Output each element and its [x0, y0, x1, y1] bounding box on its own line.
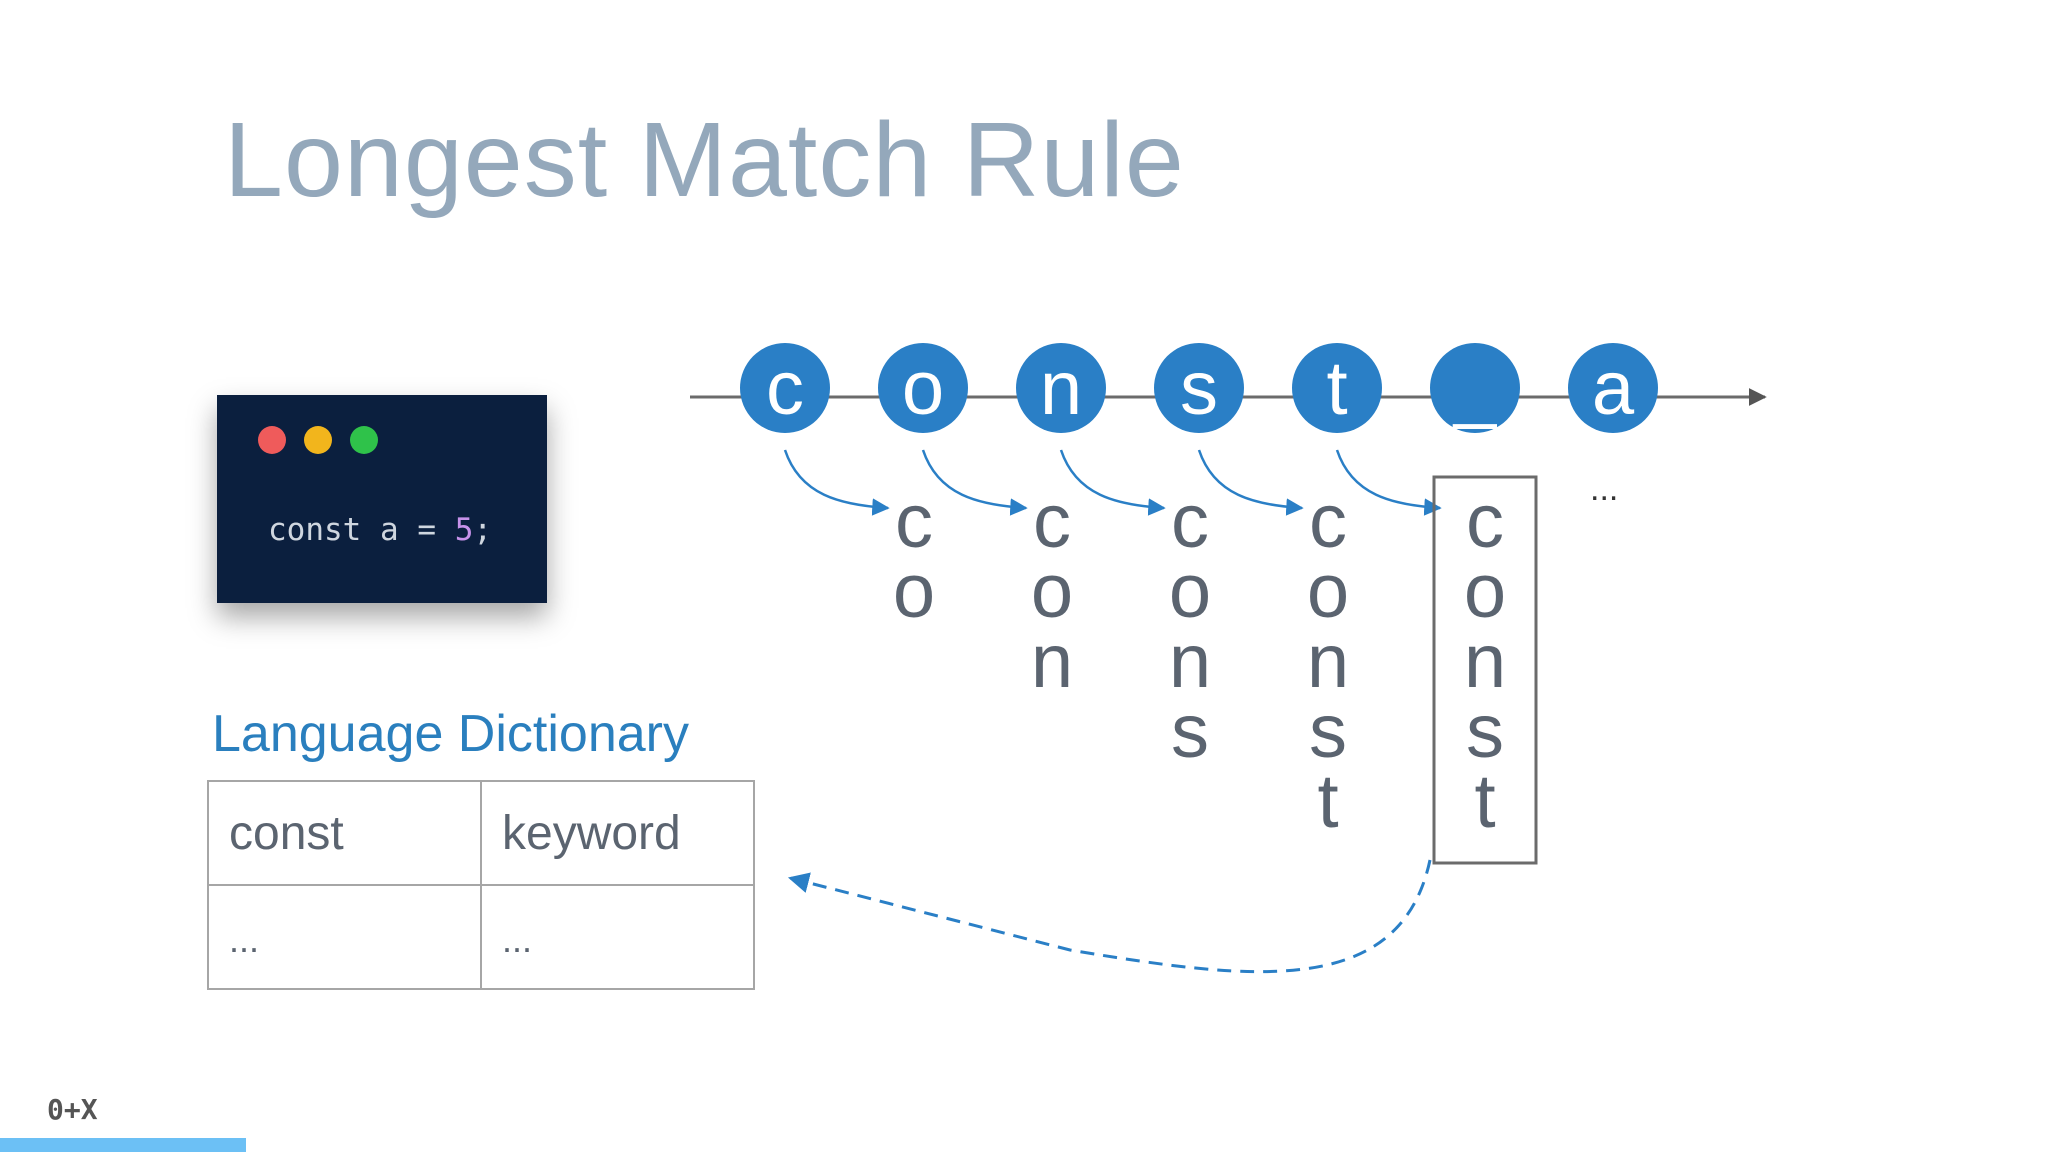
scan-arrow: [1197, 449, 1304, 516]
candidate-char: c: [1309, 479, 1347, 564]
stream-node: [1292, 343, 1382, 433]
longest-match-box: [1432, 475, 1538, 865]
scan-arrow: [1335, 449, 1442, 516]
scan-arrow: [1059, 449, 1166, 516]
candidate-char: t: [1474, 759, 1496, 844]
code-number: 5: [454, 512, 474, 548]
code-keyword: const: [268, 512, 362, 548]
candidate-char: o: [892, 549, 936, 634]
candidate-char: o: [1463, 549, 1507, 634]
candidate-char: s: [1309, 689, 1347, 774]
candidate-char: c: [1171, 479, 1209, 564]
code-variable: a: [380, 512, 399, 548]
lookup-arrow: [787, 859, 1432, 974]
candidate-char: c: [1033, 479, 1071, 564]
stream-node: [1154, 343, 1244, 433]
candidate-char: c: [895, 479, 933, 564]
table-row: ... ...: [207, 884, 755, 990]
dictionary-table: const keyword ... ...: [207, 780, 755, 990]
code-line: const a = 5;: [268, 512, 492, 548]
candidate-stack: c o n: [1012, 479, 1092, 704]
candidate-char: n: [1463, 619, 1507, 704]
code-semicolon: ;: [473, 512, 493, 548]
table-row: const keyword: [207, 780, 755, 886]
dictionary-label: Language Dictionary: [212, 705, 689, 763]
stream-char: a: [1592, 346, 1635, 431]
candidate-char: n: [1168, 619, 1212, 704]
slide-title: Longest Match Rule: [224, 101, 1185, 219]
stream-char: n: [1040, 346, 1082, 431]
candidate-char: t: [1317, 759, 1339, 844]
candidate-stack-longest: c o n s t: [1445, 479, 1525, 844]
window-maximize-dot: [350, 426, 378, 454]
candidate-char: o: [1030, 549, 1074, 634]
stream-char: s: [1180, 346, 1218, 431]
scan-arrow: [783, 449, 890, 516]
window-close-dot: [258, 426, 286, 454]
scan-arrow: [921, 449, 1028, 516]
stream-node: [878, 343, 968, 433]
candidate-char: s: [1171, 689, 1209, 774]
stream-node: [740, 343, 830, 433]
stream-node: [1430, 343, 1520, 433]
stream-char: o: [902, 346, 944, 431]
candidate-char: c: [1466, 479, 1504, 564]
stream-ellipsis: ...: [1590, 470, 1619, 508]
progress-fill: [0, 1138, 246, 1152]
progress-bar: [0, 1138, 2048, 1152]
course-logo: 0+X: [47, 1093, 98, 1126]
candidate-char: o: [1306, 549, 1350, 634]
code-operator: =: [417, 512, 437, 548]
stream-char: _: [1452, 346, 1498, 431]
dictionary-token-cell: ...: [207, 884, 482, 990]
stream-node: [1568, 343, 1658, 433]
candidate-stack: c o: [874, 479, 954, 634]
dictionary-type-cell: keyword: [480, 780, 755, 886]
candidate-stack: c o n s: [1150, 479, 1230, 774]
candidate-char: n: [1306, 619, 1350, 704]
stream-char: t: [1326, 346, 1347, 431]
window-minimize-dot: [304, 426, 332, 454]
stream-node: [1016, 343, 1106, 433]
dictionary-type-cell: ...: [480, 884, 755, 990]
candidate-char: s: [1466, 689, 1504, 774]
candidate-char: n: [1030, 619, 1074, 704]
candidate-char: o: [1168, 549, 1212, 634]
candidate-stack: c o n s t: [1288, 479, 1368, 844]
stream-char: c: [766, 346, 804, 431]
dictionary-token-cell: const: [207, 780, 482, 886]
